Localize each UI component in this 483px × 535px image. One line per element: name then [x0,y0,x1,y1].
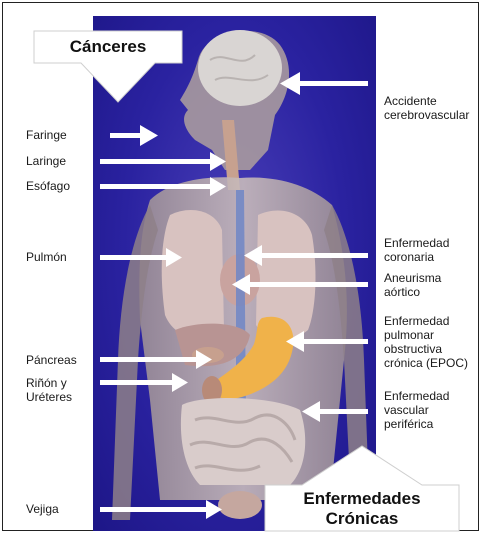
label-pancreas: Páncreas [26,353,77,367]
enfermedades-title: Enfermedades [268,489,456,509]
canceres-title: Cánceres [34,37,182,57]
brain [198,30,282,106]
label-accidente: Accidente cerebrovascular [384,94,480,122]
label-epoc: Enfermedad pulmonar obstructiva crónica … [384,314,480,370]
arrow-laringe [100,152,226,171]
label-laringe: Laringe [26,154,66,168]
arrow-rinon [100,373,188,392]
label-esofago: Esófago [26,179,70,193]
arrow-accidente [280,72,368,95]
arrow-faringe [110,125,158,146]
bladder [218,491,262,519]
label-coronaria: Enfermedad coronaria [384,236,449,264]
label-pulmon: Pulmón [26,250,67,264]
cronicas-title: Crónicas [268,509,456,529]
label-faringe: Faringe [26,128,67,142]
label-rinon: Riñón y Uréteres [26,376,72,404]
label-vascular: Enfermedad vascular periférica [384,389,449,431]
label-vejiga: Vejiga [26,502,59,516]
label-aneurisma: Aneurisma aórtico [384,271,441,299]
lung-left [162,210,224,338]
